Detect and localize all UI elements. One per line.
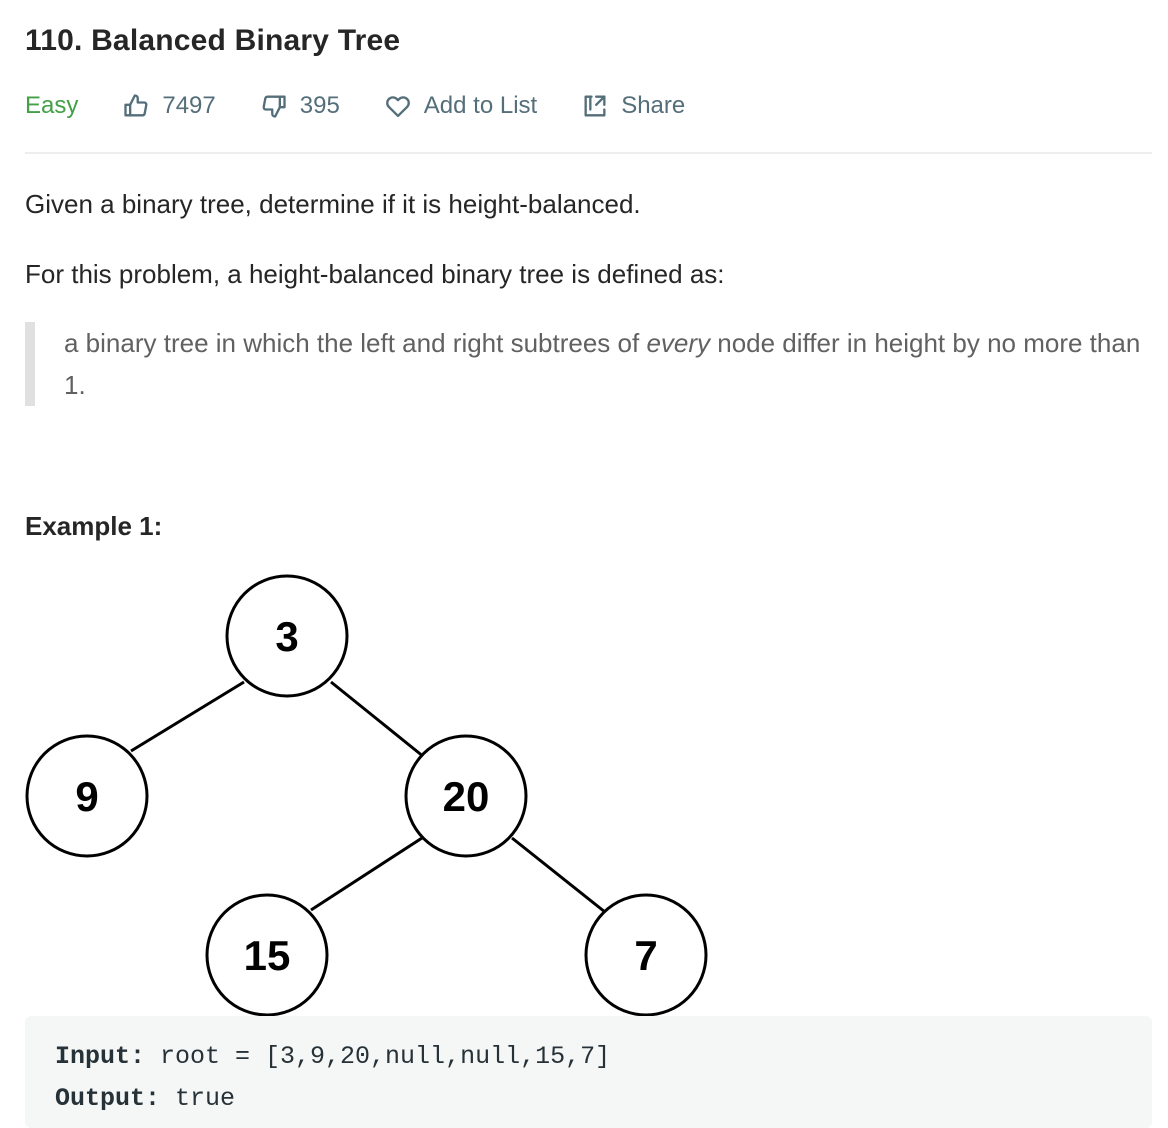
thumbs-down-icon [262,95,286,118]
share-icon [584,95,606,117]
definition-text: a binary tree in which the left and righ… [64,322,1154,406]
edge-3-20 [330,680,425,759]
heart-icon [385,96,410,118]
input-label: Input: [55,1042,146,1071]
like-button[interactable]: 7497 [122,92,216,120]
description-paragraph-2: For this problem, a height-balanced bina… [25,259,725,289]
definition-emphasis: every [646,328,711,358]
problem-meta-bar: Easy 7497 395 Add to List Share [25,84,729,128]
description-paragraph-1: Given a binary tree, determine if it is … [25,189,641,219]
example-1-code-block: Input: root = [3,9,20,null,null,15,7] Ou… [25,1016,1152,1128]
dislike-button[interactable]: 395 [260,92,340,120]
tree-node-label: 15 [244,932,291,979]
tree-node-7 [584,893,708,1017]
definition-text-end: node differ in height by no more than 1. [64,328,1141,400]
tree-node-9 [25,734,149,858]
tree-node-20 [404,734,528,858]
example-1-title: Example 1: [25,511,163,541]
tree-node-label: 9 [75,773,98,820]
tree-node-label: 3 [275,613,298,660]
tree-node-label: 7 [634,932,657,979]
tree-node-15 [205,893,329,1017]
input-line: Input: root = [3,9,20,null,null,15,7] [55,1036,1122,1078]
edge-3-9 [130,680,245,753]
add-to-list-label: Add to List [423,92,538,119]
tree-edges [130,680,606,914]
difficulty-badge: Easy [25,92,79,119]
tree-node-3 [225,574,349,698]
dislike-count: 395 [299,92,340,119]
output-line: Output: true [55,1078,1122,1120]
definition-text-start: a binary tree in which the left and righ… [64,328,647,358]
edge-20-15 [310,836,423,912]
output-value: true [160,1084,236,1113]
problem-title: 110. Balanced Binary Tree [25,24,401,57]
add-to-list-button[interactable]: Add to List [384,92,537,120]
thumbs-up-icon [124,94,148,117]
input-value: root = [3,9,20,null,null,15,7] [145,1042,611,1071]
definition-blockquote: a binary tree in which the left and righ… [25,322,1152,406]
edge-20-7 [511,836,606,914]
tree-node-label: 20 [443,773,490,820]
share-button[interactable]: Share [581,92,685,120]
share-label: Share [621,92,686,119]
output-label: Output: [55,1084,161,1113]
example-1-tree-diagram: 3 9 20 15 7 [25,574,708,1017]
like-count: 7497 [162,92,216,119]
header-divider [25,152,1152,154]
